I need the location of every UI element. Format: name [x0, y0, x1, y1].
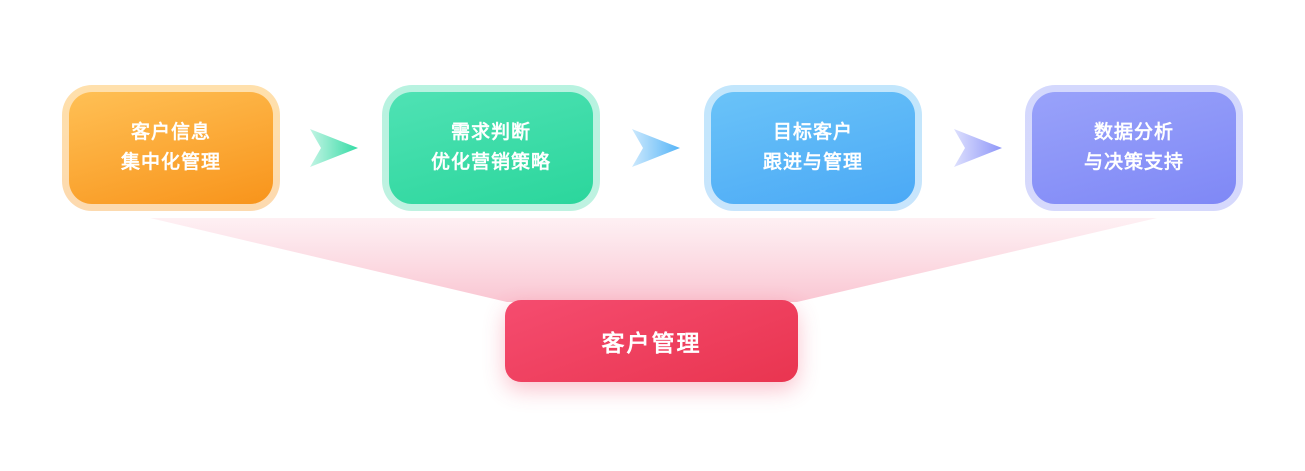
step-box-surface: 客户信息 集中化管理 [69, 92, 273, 204]
arrow-right-icon [310, 129, 358, 167]
step-box-demand-judgement: 需求判断 优化营销策略 [382, 85, 600, 211]
step-box-target-customer: 目标客户 跟进与管理 [704, 85, 922, 211]
step-box-data-analysis: 数据分析 与决策支持 [1025, 85, 1243, 211]
result-box-customer-management: 客户管理 [505, 300, 798, 382]
step-box-surface: 需求判断 优化营销策略 [389, 92, 593, 204]
step-box-surface: 目标客户 跟进与管理 [711, 92, 915, 204]
result-label: 客户管理 [601, 330, 702, 356]
step-label-line2: 集中化管理 [120, 152, 221, 173]
funnel-shape [150, 218, 1157, 302]
step-label-line1: 数据分析 [1093, 122, 1174, 143]
step-label-line2: 跟进与管理 [762, 152, 863, 173]
arrow-right-icon [632, 129, 680, 167]
step-label-line1: 需求判断 [450, 122, 531, 143]
arrow-right-icon [954, 129, 1002, 167]
step-label-line2: 与决策支持 [1083, 152, 1184, 173]
step-label-line2: 优化营销策略 [430, 152, 551, 173]
step-box-surface: 数据分析 与决策支持 [1032, 92, 1236, 204]
step-label-line1: 客户信息 [130, 122, 211, 143]
step-label-line1: 目标客户 [772, 122, 853, 143]
step-box-customer-info: 客户信息 集中化管理 [62, 85, 280, 211]
